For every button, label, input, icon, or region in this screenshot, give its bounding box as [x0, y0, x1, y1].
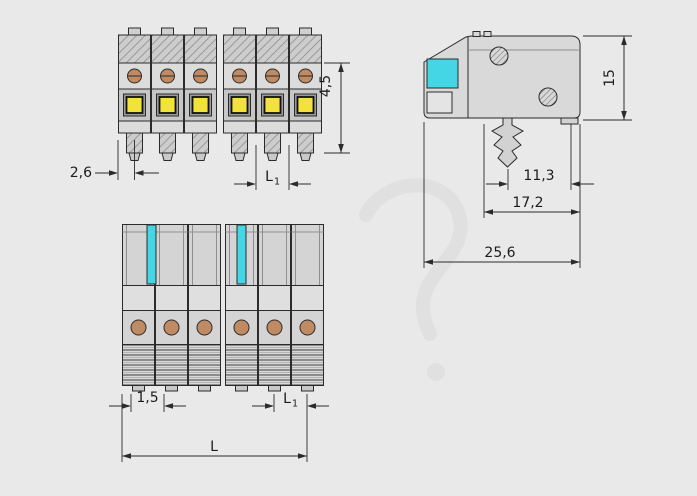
dim-label: 4,5	[318, 75, 334, 97]
coding-stripe	[146, 224, 157, 285]
dim-label: 17,2	[512, 195, 543, 211]
side-view	[423, 31, 581, 168]
bottom-view	[122, 224, 324, 392]
dim-label: 15	[602, 69, 618, 87]
top-castellation	[483, 31, 492, 37]
rear-foot	[560, 117, 579, 125]
dim-side-depth-total: 25,6	[423, 122, 580, 268]
highlighted-insert	[426, 58, 459, 89]
dim-front-left-offset: 2,6	[70, 140, 159, 181]
dim-side-latch-offset: 11,3	[486, 124, 594, 190]
dim-label: 2,6	[70, 165, 92, 181]
dim-side-depth-body: 17,2	[483, 124, 581, 268]
dim-label: 11,3	[523, 168, 554, 184]
front-view	[117, 27, 323, 162]
watermark	[359, 178, 468, 381]
front-pocket	[426, 91, 453, 114]
dim-bottom-length: L	[121, 394, 307, 462]
coding-stripe	[236, 224, 247, 285]
dim-label-sub: 1	[274, 177, 280, 188]
dim-label: L	[283, 391, 291, 407]
dim-bottom-slot: 1,5	[109, 390, 186, 412]
dim-label: L	[265, 169, 273, 185]
dim-bottom-pitch: L 1	[252, 391, 329, 462]
section-circle	[489, 46, 509, 66]
top-castellation	[472, 31, 481, 37]
section-circle	[538, 87, 558, 107]
dim-label-sub: 1	[292, 399, 298, 410]
snap-in-latch	[490, 117, 525, 168]
dim-side-height: 15	[583, 35, 632, 121]
dim-label: L	[210, 439, 218, 455]
dim-front-pitch: L 1	[234, 145, 311, 190]
dim-front-height: 4,5	[318, 62, 350, 154]
dim-label: 1,5	[136, 390, 158, 406]
dim-label: 25,6	[484, 245, 515, 261]
